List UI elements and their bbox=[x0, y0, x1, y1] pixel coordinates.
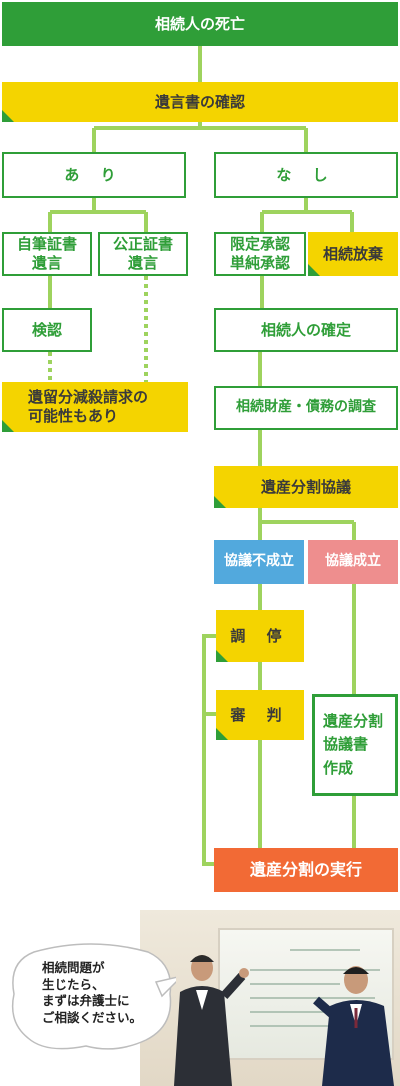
notarized-will-line-1: 公正証書 bbox=[112, 235, 173, 254]
lawyer-left-figure bbox=[174, 949, 394, 1086]
adjudication-label: 審 判 bbox=[230, 705, 290, 724]
agreement-document-line-2: 協議書 bbox=[323, 735, 369, 754]
holographic-will-line-2: 遺言 bbox=[31, 254, 62, 272]
will-exists-box: あ り bbox=[2, 152, 186, 198]
flow-connectors bbox=[48, 46, 356, 866]
consult-line-1: 相続問題が bbox=[42, 960, 105, 975]
mediation-label: 調 停 bbox=[230, 626, 290, 645]
no-will-box: な し bbox=[214, 152, 398, 198]
reserved-portion-line-2: 可能性もあり bbox=[28, 407, 119, 425]
no-will-label: な し bbox=[276, 165, 336, 184]
holographic-will-box: 自筆証書 遺言 bbox=[2, 232, 92, 276]
consult-line-3: まずは弁護士に bbox=[42, 993, 130, 1008]
agreement-document-box: 遺産分割 協議書 作成 bbox=[312, 694, 398, 796]
will-check-box: 遺言書の確認 bbox=[2, 82, 398, 122]
acceptance-line-2: 単純承認 bbox=[229, 254, 290, 272]
agreement-document-line-3: 作成 bbox=[323, 758, 354, 777]
talks-failed-box: 協議不成立 bbox=[214, 540, 304, 584]
asset-debt-survey-box: 相続財産・債務の調査 bbox=[214, 386, 398, 430]
consult-message: 相続問題が 生じたら、 まずは弁護士に ご相談ください。 bbox=[42, 960, 172, 1026]
mediation-box: 調 停 bbox=[216, 610, 304, 662]
division-execution-box: 遺産分割の実行 bbox=[214, 848, 398, 892]
lawyers-photo bbox=[140, 910, 400, 1086]
will-exists-label: あ り bbox=[64, 165, 124, 184]
death-box: 相続人の死亡 bbox=[2, 2, 398, 46]
consult-line-2: 生じたら、 bbox=[42, 976, 105, 992]
talks-succeeded-box: 協議成立 bbox=[308, 540, 398, 584]
acceptance-box: 限定承認 単純承認 bbox=[214, 232, 306, 276]
adjudication-box: 審 判 bbox=[216, 690, 304, 740]
heir-confirmation-box: 相続人の確定 bbox=[214, 308, 398, 352]
holographic-will-line-1: 自筆証書 bbox=[16, 235, 77, 254]
probate-box: 検認 bbox=[2, 308, 92, 352]
speech-bubble bbox=[11, 943, 176, 1050]
division-talks-box: 遺産分割協議 bbox=[214, 466, 398, 508]
notarized-will-line-2: 遺言 bbox=[127, 254, 158, 272]
consult-line-4: ご相談ください。 bbox=[42, 1009, 143, 1025]
notarized-will-box: 公正証書 遺言 bbox=[98, 232, 188, 276]
renunciation-box: 相続放棄 bbox=[308, 232, 398, 276]
reserved-portion-line-1: 遺留分減殺請求の bbox=[28, 388, 149, 407]
reserved-portion-box: 遺留分減殺請求の 可能性もあり bbox=[2, 382, 188, 432]
agreement-document-line-1: 遺産分割 bbox=[323, 712, 384, 731]
acceptance-line-1: 限定承認 bbox=[229, 235, 290, 254]
